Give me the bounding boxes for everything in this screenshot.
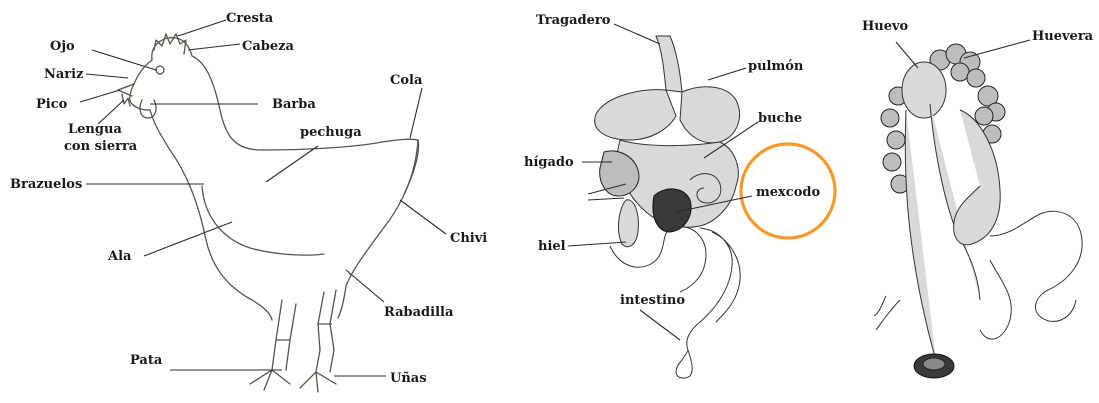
label-brazuelos: Brazuelos (10, 177, 82, 192)
label-buche: buche (758, 111, 802, 126)
leg-right-inner (330, 290, 336, 372)
egg-icon (902, 62, 946, 118)
leader-tragadero (614, 24, 660, 44)
oviduct-loops (980, 211, 1082, 339)
label-pata: Pata (130, 353, 163, 368)
label-barba: Barba (272, 97, 316, 112)
label-cabeza: Cabeza (242, 39, 295, 54)
leader-pulmon (708, 68, 746, 80)
label-mexcodo: mexcodo (756, 185, 820, 200)
crop-left-lobe (595, 90, 676, 140)
eye-icon (156, 66, 164, 74)
leg-left-inner (286, 304, 296, 370)
label-pulmon: pulmón (748, 59, 804, 74)
label-hiel: hiel (538, 239, 566, 254)
leader-huevera (964, 40, 1030, 58)
esophagus (656, 36, 682, 92)
label-nariz: Nariz (44, 67, 83, 82)
gall-bladder (619, 200, 639, 247)
label-pechuga: pechuga (300, 125, 362, 140)
label-lengua-1: Lengua (68, 122, 122, 137)
leader-intestino (640, 310, 680, 340)
label-huevera: Huevera (1032, 29, 1094, 44)
leader-pechuga (266, 146, 318, 182)
chicken-front-outline (150, 110, 272, 320)
tail-outline (404, 140, 418, 194)
leader-pico (80, 90, 120, 102)
label-unas: Uñas (390, 371, 427, 386)
label-huevo: Huevo (862, 19, 909, 34)
label-cola: Cola (390, 73, 423, 88)
leader-ojo (92, 50, 156, 70)
leader-rabadilla (346, 270, 384, 302)
chicken-body-outline (152, 38, 418, 318)
leg-left (250, 300, 290, 390)
label-higado: hígado (524, 155, 574, 170)
leader-lengua (98, 100, 124, 124)
label-ala: Ala (107, 249, 132, 264)
label-pico: Pico (36, 97, 68, 112)
thigh-lines (276, 324, 332, 340)
label-rabadilla: Rabadilla (384, 305, 454, 320)
leg-right (300, 292, 336, 392)
digestive-diagram: Tragadero pulmón buche hígado mexcodo hi… (524, 13, 835, 378)
leader-cola (410, 88, 422, 138)
intestine-tail (676, 350, 692, 378)
leader-chivi (400, 200, 446, 234)
leader-higado-3 (588, 198, 624, 200)
chicken-diagram: Cresta Ojo Cabeza Nariz Pico Lengua con … (10, 11, 487, 392)
leader-huevo (896, 42, 918, 68)
label-tragadero: Tragadero (536, 13, 611, 28)
label-cresta: Cresta (226, 11, 274, 26)
wing-outline (202, 186, 324, 255)
side-branch (874, 296, 900, 330)
leader-cresta (178, 20, 226, 36)
leader-cabeza (188, 44, 240, 50)
label-chivi: Chivi (450, 231, 487, 246)
label-ojo: Ojo (50, 39, 75, 54)
label-lengua-2: con sierra (64, 139, 138, 154)
reproductive-diagram: Huevo Huevera (862, 19, 1094, 378)
lung-lobe (680, 87, 739, 143)
leader-hiel (568, 242, 626, 246)
comb-icon (154, 34, 186, 54)
label-intestino: intestino (620, 293, 685, 308)
cloaca-inner (923, 358, 945, 370)
leader-ala (144, 222, 232, 256)
leader-nariz (86, 74, 128, 78)
